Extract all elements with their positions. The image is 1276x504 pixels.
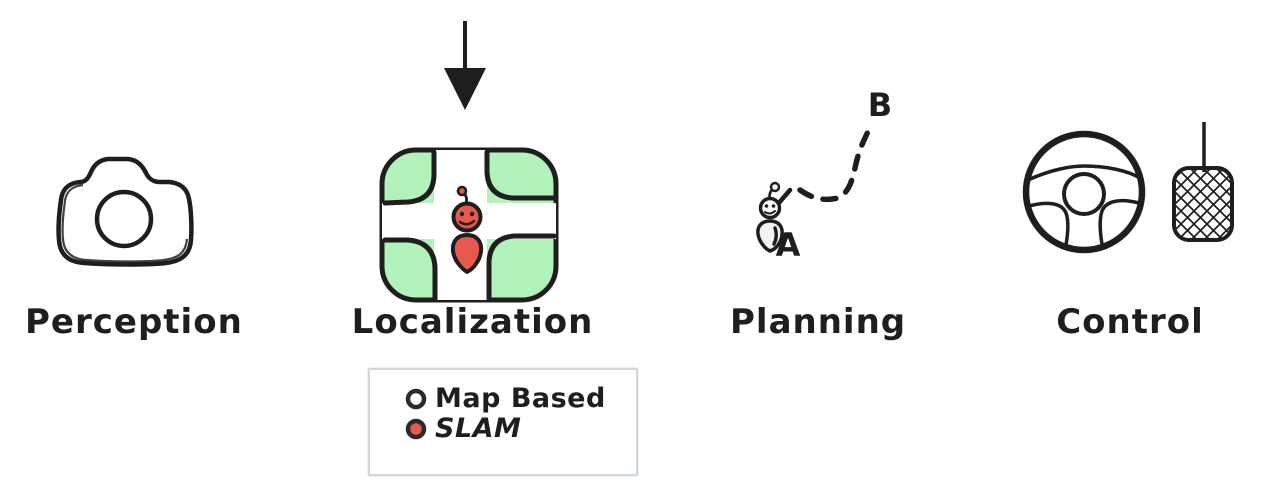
legend-label-slam: SLAM	[435, 413, 522, 444]
robot-body-shading	[772, 226, 779, 246]
wheel-hub	[1062, 172, 1106, 216]
camera-icon	[56, 156, 194, 267]
robot-antenna-ball	[456, 185, 468, 197]
robot-smile	[764, 210, 776, 215]
robot-body	[450, 233, 484, 274]
robot-arm	[775, 187, 793, 207]
pedal-pad	[1172, 166, 1234, 242]
planned-path-dashed	[797, 125, 873, 203]
robot-icon	[756, 181, 793, 253]
radio-unselected-icon[interactable]	[404, 387, 428, 411]
camera-sketch-stroke	[61, 183, 189, 263]
localization-legend: Map Based SLAM	[368, 368, 638, 476]
control-label: Control	[1056, 302, 1204, 342]
arrow-down-icon	[444, 21, 486, 110]
planning-label: Planning	[730, 302, 907, 342]
radio-selected-icon[interactable]	[404, 417, 428, 441]
legend-label-map-based: Map Based	[435, 383, 606, 414]
perception-label: Perception	[25, 302, 243, 342]
robot-head	[758, 196, 782, 220]
robot-smile	[458, 219, 476, 226]
wheel-upper-spoke	[1026, 164, 1142, 182]
robot-head	[451, 201, 483, 233]
robot-eye	[469, 211, 475, 217]
robot-eye	[764, 204, 769, 208]
wheel-right-spoke	[1098, 198, 1141, 246]
pedal-icon	[1172, 122, 1234, 242]
robot-antenna-ball	[769, 181, 781, 193]
point-b-label: B	[867, 86, 893, 124]
legend-option-slam[interactable]: SLAM	[404, 414, 636, 444]
wheel-left-spoke	[1027, 201, 1070, 247]
legend-option-map-based[interactable]: Map Based	[404, 384, 636, 414]
map-intersection-icon	[379, 147, 559, 303]
road-curbs	[382, 150, 556, 300]
steering-wheel-icon	[1022, 130, 1146, 254]
robot-eye	[459, 211, 465, 217]
point-a-label: A	[775, 226, 801, 264]
arrow-head	[444, 68, 486, 110]
map-robot-marker	[450, 185, 484, 274]
localization-label: Localization	[351, 302, 594, 342]
robot-eye	[771, 204, 776, 208]
camera-lens	[94, 189, 154, 249]
